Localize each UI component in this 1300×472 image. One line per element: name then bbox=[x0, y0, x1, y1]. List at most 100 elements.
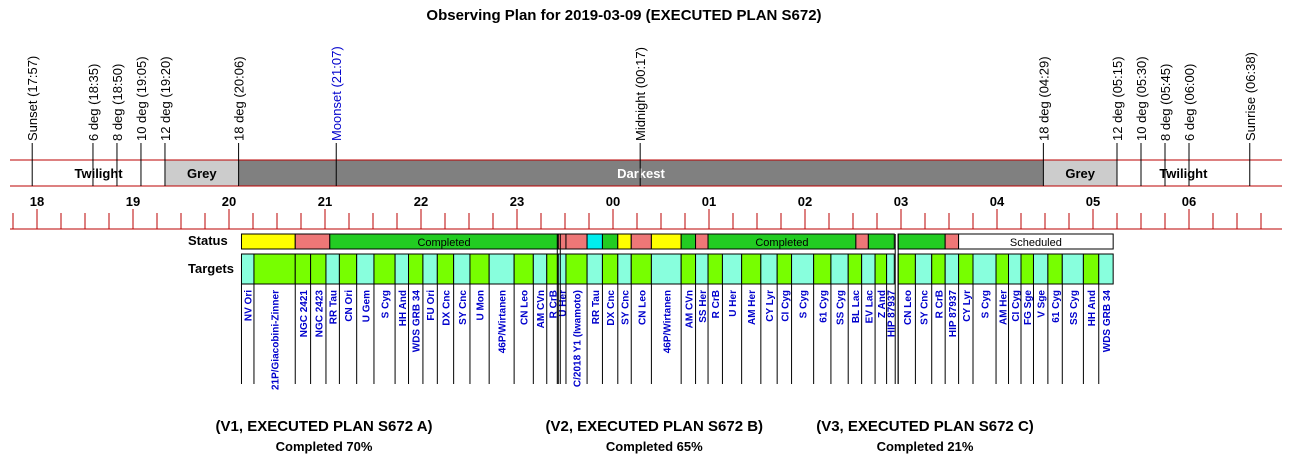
status-segment bbox=[617, 233, 632, 250]
hour-label: 06 bbox=[1182, 194, 1196, 209]
status-segment bbox=[897, 233, 946, 250]
hour-label: 20 bbox=[222, 194, 236, 209]
target-name: NGC 2421 bbox=[299, 290, 310, 338]
target-cell bbox=[436, 253, 455, 285]
zone-label: Twilight bbox=[75, 166, 124, 181]
target-cell bbox=[617, 253, 632, 285]
chart-title: Observing Plan for 2019-03-09 (EXECUTED … bbox=[426, 7, 821, 24]
target-cell bbox=[532, 253, 548, 285]
target-name: WDS GRB 34 bbox=[412, 290, 423, 353]
status-segment bbox=[557, 233, 567, 250]
plan-name: (V2, EXECUTED PLAN S672 B) bbox=[545, 418, 763, 435]
status-segment bbox=[586, 233, 603, 250]
target-name: S Cyg bbox=[799, 290, 810, 318]
target-cell bbox=[325, 253, 340, 285]
target-cell bbox=[557, 253, 567, 285]
target-cell bbox=[240, 253, 255, 285]
target-name: 61 Cyg bbox=[1051, 290, 1062, 323]
target-name: CN Ori bbox=[344, 290, 355, 322]
target-name: DX Cnc bbox=[606, 290, 617, 326]
target-cell bbox=[995, 253, 1010, 285]
plan-completed: Completed 21% bbox=[877, 439, 974, 454]
hour-label: 04 bbox=[990, 194, 1005, 209]
target-cell bbox=[972, 253, 997, 285]
target-name: 46P/Wirtanen bbox=[498, 290, 509, 353]
event-label: 10 deg (19:05) bbox=[134, 56, 149, 141]
zone-band bbox=[164, 160, 239, 186]
target-name: BL Lac bbox=[851, 290, 862, 324]
zone-band bbox=[1043, 160, 1117, 186]
target-cell bbox=[469, 253, 490, 285]
target-cell bbox=[914, 253, 933, 285]
targets-row-label: Targets bbox=[188, 261, 234, 276]
status-segment bbox=[680, 233, 697, 250]
target-name: AM CVn bbox=[684, 290, 695, 328]
target-name: SS Cyg bbox=[1069, 290, 1080, 325]
plan-name: (V3, EXECUTED PLAN S672 C) bbox=[816, 418, 1034, 435]
zone-label: Darkest bbox=[617, 166, 665, 181]
target-name: C/2018 Y1 (Iwamoto) bbox=[573, 290, 584, 387]
status-segment bbox=[650, 233, 682, 250]
target-name: U Her bbox=[728, 290, 739, 317]
target-name: R CrB bbox=[934, 290, 945, 318]
zone-band bbox=[32, 160, 165, 186]
event-label: 18 deg (04:29) bbox=[1036, 56, 1051, 141]
target-cell bbox=[394, 253, 410, 285]
hour-label: 18 bbox=[30, 194, 44, 209]
target-cell bbox=[586, 253, 603, 285]
target-name: R CrB bbox=[549, 290, 560, 318]
target-name: U Mon bbox=[476, 290, 487, 321]
target-cell bbox=[253, 253, 296, 285]
zone-band bbox=[1117, 160, 1250, 186]
target-cell bbox=[1008, 253, 1022, 285]
target-cell bbox=[791, 253, 815, 285]
target-cell bbox=[897, 253, 916, 285]
target-cell bbox=[944, 253, 960, 285]
status-segment bbox=[565, 233, 588, 250]
target-name: CN Leo bbox=[903, 290, 914, 325]
target-cell bbox=[931, 253, 946, 285]
target-cell bbox=[741, 253, 762, 285]
target-name: U Gem bbox=[361, 290, 372, 322]
target-cell bbox=[1047, 253, 1063, 285]
target-cell bbox=[565, 253, 588, 285]
event-label: 8 deg (18:50) bbox=[110, 64, 125, 141]
target-name: 21P/Giacobini-Zinner bbox=[271, 290, 282, 390]
timeline-frame bbox=[10, 159, 1282, 230]
target-name: AM Her bbox=[998, 290, 1009, 325]
target-name: V Sge bbox=[1037, 290, 1048, 318]
event-markers: Sunset (17:57)6 deg (18:35)8 deg (18:50)… bbox=[25, 46, 1258, 186]
event-label: 12 deg (19:20) bbox=[158, 56, 173, 141]
target-name: SY Cnc bbox=[621, 290, 632, 325]
hour-label: 02 bbox=[798, 194, 812, 209]
target-cell bbox=[310, 253, 327, 285]
target-cell bbox=[408, 253, 424, 285]
target-cell bbox=[776, 253, 793, 285]
event-label: 12 deg (05:15) bbox=[1110, 56, 1125, 141]
target-cell bbox=[874, 253, 888, 285]
target-cell bbox=[294, 253, 312, 285]
target-name: Z And bbox=[877, 290, 888, 318]
event-label: Midnight (00:17) bbox=[633, 47, 648, 141]
target-cell bbox=[1061, 253, 1084, 285]
target-name: CY Lyr bbox=[962, 290, 973, 322]
target-name: U Her bbox=[558, 290, 569, 317]
target-name: NV Ori bbox=[244, 290, 255, 321]
hour-label: 03 bbox=[894, 194, 908, 209]
target-cell bbox=[488, 253, 515, 285]
target-name: CI Cyg bbox=[780, 290, 791, 322]
event-label: 18 deg (20:06) bbox=[232, 56, 247, 141]
status-segment bbox=[855, 233, 869, 250]
target-name: R CrB bbox=[711, 290, 722, 318]
target-name: CN Leo bbox=[637, 290, 648, 325]
target-name: AM Her bbox=[747, 290, 758, 325]
target-cell bbox=[422, 253, 438, 285]
zone-label: Twilight bbox=[1159, 166, 1208, 181]
target-cell bbox=[680, 253, 697, 285]
target-cell bbox=[886, 253, 895, 285]
status-segment bbox=[867, 233, 895, 250]
plan-name: (V1, EXECUTED PLAN S672 A) bbox=[216, 418, 433, 435]
event-label: Sunrise (06:38) bbox=[1243, 52, 1258, 141]
